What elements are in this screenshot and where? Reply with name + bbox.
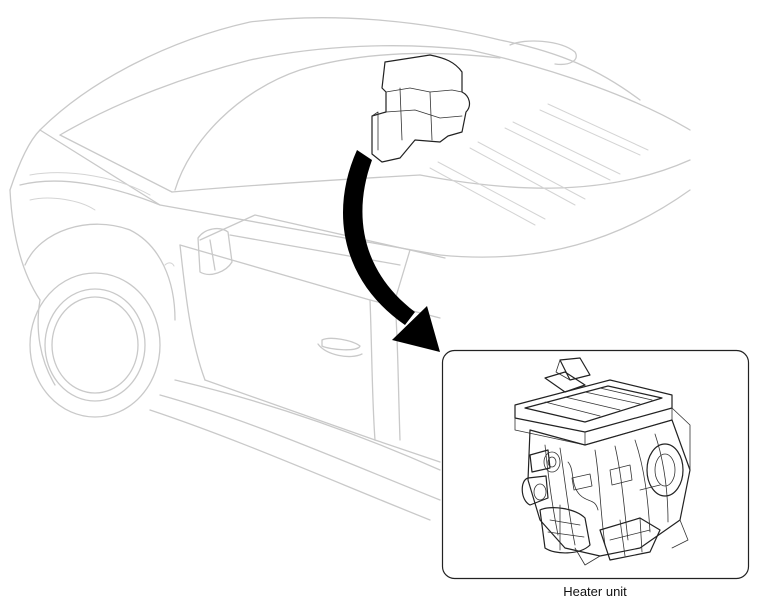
detail-frame [441, 349, 750, 580]
heater-location-silhouette [371, 54, 471, 163]
callout-arrow-icon [342, 150, 440, 352]
detail-caption: Heater unit [563, 584, 627, 599]
heater-unit-icon [514, 357, 691, 566]
car-outline [9, 17, 691, 521]
